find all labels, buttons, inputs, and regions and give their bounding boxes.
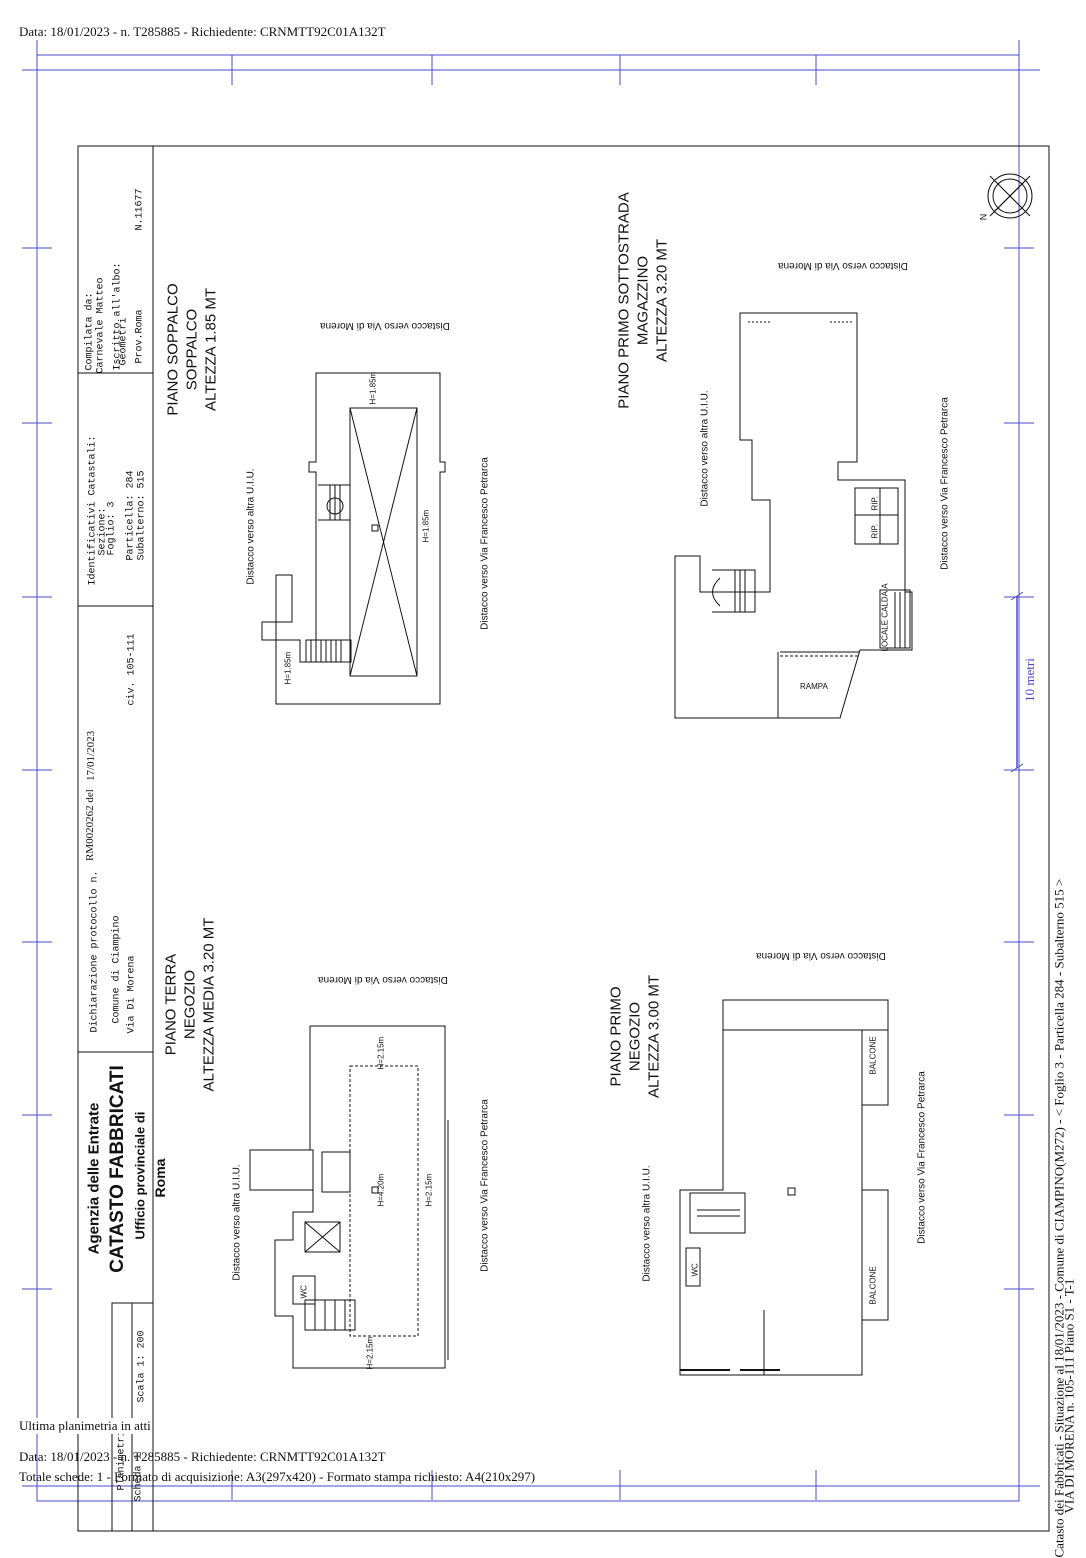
north-arrow-icon <box>987 173 1033 219</box>
sottostrada-label-bottom: Distacco verso Via Francesco Petrarca <box>939 397 951 570</box>
profession: Geometri <box>118 317 130 366</box>
plan-terra-drawing <box>249 1025 449 1369</box>
primo-balcone-1: BALCONE <box>868 1036 878 1075</box>
print-frame <box>22 40 1040 1502</box>
terra-h4: H=2.15m <box>365 1336 375 1370</box>
terra-wc: WC <box>299 1285 309 1299</box>
plan-sottostrada-drawing <box>674 312 913 719</box>
sottostrada-rampa: RAMPA <box>800 682 828 691</box>
primo-wc: WC <box>690 1263 700 1277</box>
plan-primo-drawing <box>679 999 889 1376</box>
office-name: CATASTO FABBRICATI <box>107 1065 128 1273</box>
north-label: N <box>978 213 989 221</box>
protocol-date: 17/01/2023 <box>85 730 97 781</box>
id-subalterno: Subalterno: 515 <box>136 470 148 561</box>
primo-label-bottom: Distacco verso Via Francesco Petrarca <box>916 1071 928 1244</box>
plan-terra-title: PIANO TERRA NEGOZIO ALTEZZA MEDIA 3.20 M… <box>162 917 218 1092</box>
terra-label-bottom: Distacco verso Via Francesco Petrarca <box>479 1099 491 1272</box>
civic-number: civ. 105-111 <box>126 633 138 706</box>
sottostrada-label-left: Distacco verso altra U.I.U. <box>699 390 711 507</box>
plan-soppalco-title: PIANO SOPPALCO SOPPALCO ALTEZZA 1.85 MT <box>164 283 220 416</box>
province-registry: Prov.Roma <box>134 309 146 364</box>
street: Via Di Morena <box>126 955 138 1034</box>
terra-h3: H=2.15m <box>424 1173 434 1207</box>
sottostrada-rip-2: RIP. <box>870 523 880 539</box>
soppalco-h3: H=1.85m <box>283 651 293 685</box>
plan-soppalco-drawing <box>261 372 446 705</box>
declaration-label: Dichiarazione protocollo n. <box>89 870 101 1033</box>
sheet-number: Scheda 1 <box>133 1453 145 1502</box>
terra-label-top: Distacco verso Via di Morena <box>318 974 448 985</box>
primo-label-top: Distacco verso Via di Morena <box>756 950 886 961</box>
primo-balcone-2: BALCONE <box>868 1266 878 1305</box>
sottostrada-rip-1: RIP. <box>870 495 880 511</box>
compiler-name: Carnevale Matteo <box>95 277 107 374</box>
province-office: Ufficio provinciale di <box>132 1111 148 1240</box>
soppalco-h1: H=1.85m <box>368 371 378 405</box>
terra-label-left: Distacco verso altra U.I.U. <box>231 1164 243 1281</box>
municipality: Comune di Ciampino <box>111 915 123 1024</box>
terra-h1: H=2.15m <box>376 1036 386 1070</box>
soppalco-h2: H=1.85m <box>421 509 431 543</box>
footer-request-line: Data: 18/01/2023 - n. T285885 - Richiede… <box>19 1449 386 1464</box>
terra-h2: H=4.20m <box>376 1173 386 1207</box>
soppalco-label-left: Distacco verso altra U.I.U. <box>245 468 257 585</box>
footer-format-line: Totale schede: 1 - Formato di acquisizio… <box>19 1469 536 1484</box>
soppalco-label-top: Distacco verso Via di Morena <box>320 320 450 331</box>
sheet-border <box>77 145 1050 1532</box>
registration-number: N.11677 <box>134 188 146 231</box>
id-foglio: Foglio: 3 <box>106 501 118 556</box>
footer-last-plan: Ultima planimetria in atti <box>19 1418 151 1434</box>
side-footer-address: VIA DI MORENA n. 105-111 Piano S1 - T-1 <box>1061 1278 1077 1514</box>
scale-bar-label: 10 metri <box>1022 658 1037 702</box>
agency-name: Agenzia delle Entrate <box>85 1102 103 1255</box>
soppalco-label-bottom: Distacco verso Via Francesco Petrarca <box>479 457 491 630</box>
sottostrada-locale-caldaia: LOCALE CALDAIA <box>880 583 890 652</box>
scale-label: Scala 1: 200 <box>136 1330 148 1403</box>
province-name: Roma <box>152 1158 168 1198</box>
sottostrada-label-top: Distacco verso Via di Morena <box>778 260 908 271</box>
plan-primo-title: PIANO PRIMO NEGOZIO ALTEZZA 3.00 MT <box>607 974 663 1099</box>
primo-label-left: Distacco verso altra U.I.U. <box>641 1165 653 1282</box>
plan-sottostrada-title: PIANO PRIMO SOTTOSTRADA MAGAZZINO ALTEZZ… <box>615 192 671 409</box>
compiled-by-label: Compilata da: <box>84 292 96 371</box>
header-request-line: Data: 18/01/2023 - n. T285885 - Richiede… <box>19 24 386 39</box>
id-particella: Particella: 284 <box>125 470 137 561</box>
